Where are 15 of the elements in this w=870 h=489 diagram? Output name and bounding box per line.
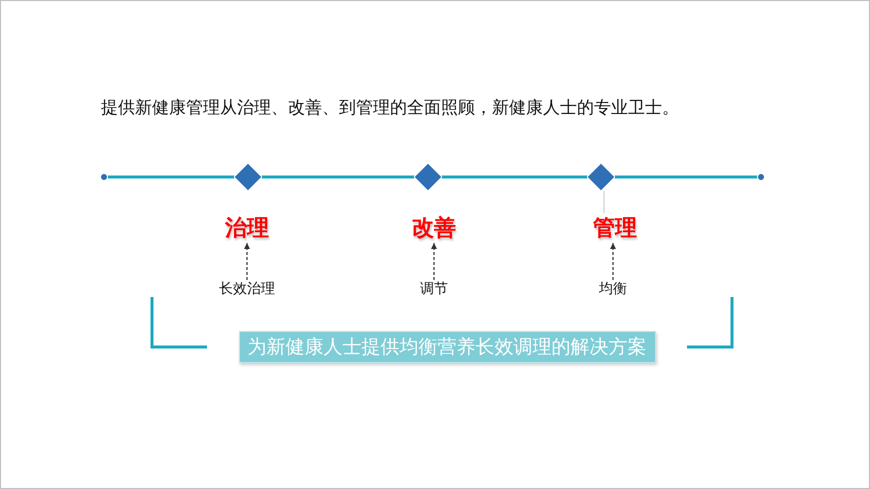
connector-line xyxy=(603,191,605,213)
sub-label: 均衡 xyxy=(599,280,627,298)
stage-label: 改善 xyxy=(412,213,456,243)
dashed-arrow xyxy=(431,243,437,280)
diamond-marker xyxy=(234,163,262,191)
sub-label: 长效治理 xyxy=(219,280,275,298)
banner-box: 为新健康人士提供均衡营养长效调理的解决方案 xyxy=(238,331,656,363)
diamond-marker xyxy=(587,163,615,191)
stage-label: 治理 xyxy=(225,213,269,243)
dashed-arrow xyxy=(244,243,250,280)
dashed-arrow xyxy=(610,243,616,280)
diamond-marker xyxy=(414,163,442,191)
stage-label: 管理 xyxy=(593,213,637,243)
heading: 提供新健康管理从治理、改善、到管理的全面照顾，新健康人士的专业卫士。 xyxy=(101,97,679,119)
sub-label: 调节 xyxy=(420,280,448,298)
